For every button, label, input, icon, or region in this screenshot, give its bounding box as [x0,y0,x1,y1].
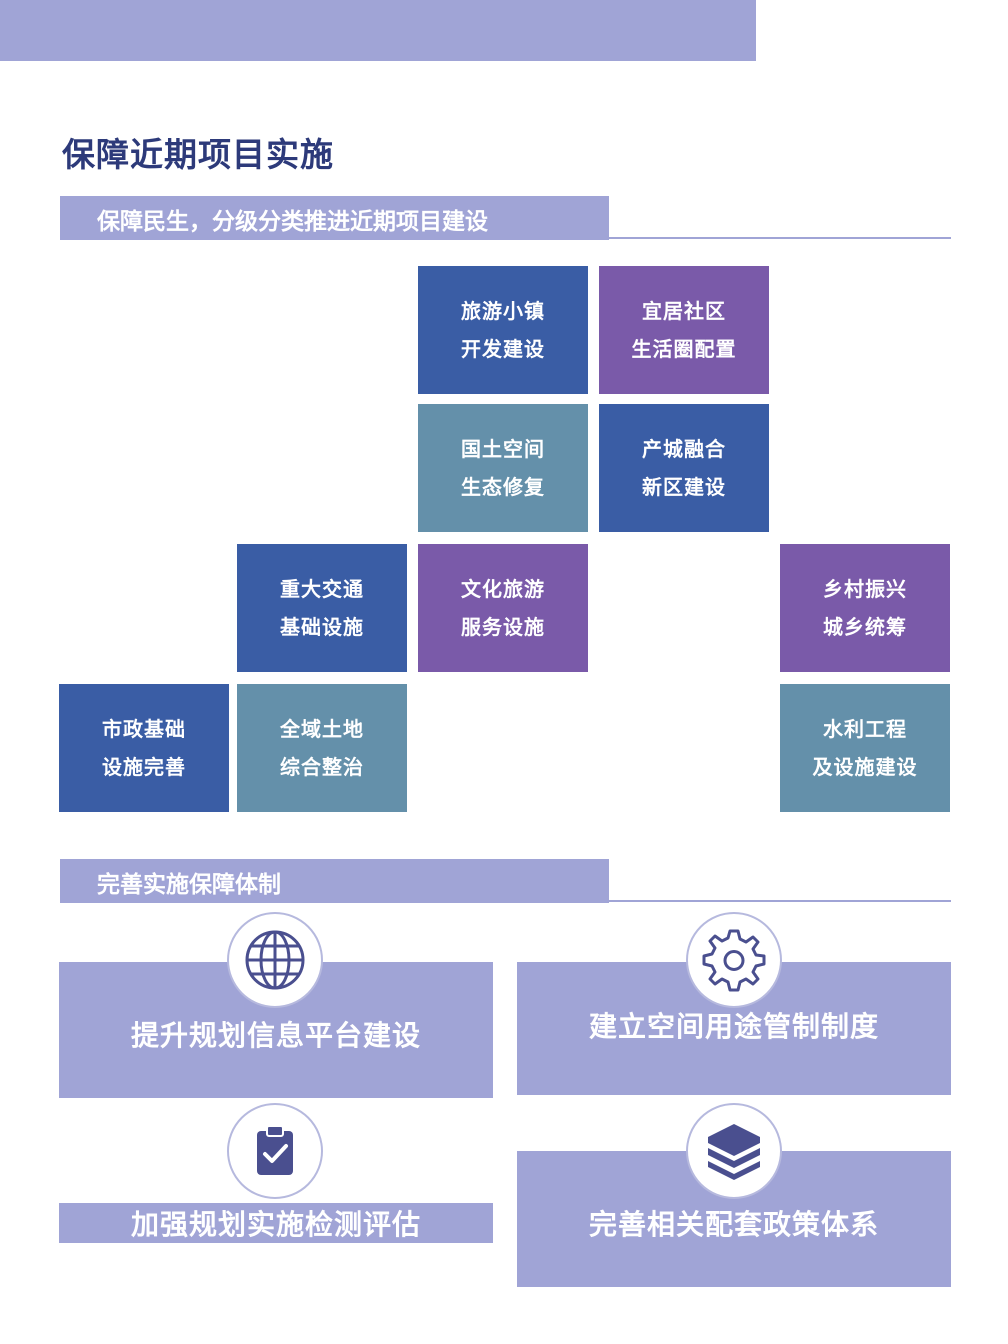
tile-line-1: 宜居社区 [642,299,726,323]
card-label: 提升规划信息平台建设 [130,1019,421,1052]
tile-line-2: 综合整治 [280,755,364,779]
tile-line-2: 生活圈配置 [631,337,737,361]
page-title: 保障近期项目实施 [62,135,334,174]
globe-icon [227,912,323,1008]
gear-icon [686,912,782,1008]
tile-line-2: 服务设施 [461,615,545,639]
tile-line-2: 新区建设 [642,475,726,499]
card-label: 完善相关配套政策体系 [588,1208,879,1241]
tile-line-1: 产城融合 [642,437,726,461]
card-space-control: 建立空间用途管制制度 [517,962,951,1095]
tile-tourism-town: 旅游小镇 开发建设 [418,266,588,394]
tile-line-2: 及设施建设 [812,755,918,779]
card-monitoring: 加强规划实施检测评估 [59,1203,493,1243]
section-header-mechanism: 完善实施保障体制 [60,859,609,903]
section-header-projects: 保障民生，分级分类推进近期项目建设 [60,196,609,240]
tile-water: 水利工程 及设施建设 [780,684,950,812]
tile-line-2: 设施完善 [102,755,186,779]
section-divider-mechanism [609,900,951,902]
tile-culture-tourism: 文化旅游 服务设施 [418,544,588,672]
tile-line-2: 生态修复 [461,475,545,499]
card-label: 建立空间用途管制制度 [588,1009,879,1043]
section-divider-projects [609,237,951,239]
section-title-mechanism: 完善实施保障体制 [97,872,281,898]
tile-industry-city: 产城融合 新区建设 [599,404,769,532]
tile-livable-community: 宜居社区 生活圈配置 [599,266,769,394]
layers-icon [686,1103,782,1199]
tile-transport: 重大交通 基础设施 [237,544,407,672]
tile-land-consolidation: 全域土地 综合整治 [237,684,407,812]
card-label: 加强规划实施检测评估 [130,1208,421,1241]
tile-land-ecology: 国土空间 生态修复 [418,404,588,532]
tile-line-1: 全域土地 [280,717,364,741]
tile-line-1: 市政基础 [102,717,186,741]
section-title-projects: 保障民生，分级分类推进近期项目建设 [97,209,488,235]
tile-line-1: 旅游小镇 [461,299,545,323]
tile-line-2: 基础设施 [280,615,364,639]
tile-line-2: 城乡统筹 [823,615,907,639]
clipboard-check-icon [227,1103,323,1199]
tile-municipal: 市政基础 设施完善 [59,684,229,812]
tile-line-1: 乡村振兴 [823,577,907,601]
header-bar [0,0,756,61]
tile-line-1: 水利工程 [823,717,907,741]
tile-line-1: 重大交通 [280,577,364,601]
tile-line-1: 国土空间 [461,437,545,461]
tile-rural: 乡村振兴 城乡统筹 [780,544,950,672]
tile-line-1: 文化旅游 [461,577,545,601]
tile-line-2: 开发建设 [461,337,545,361]
